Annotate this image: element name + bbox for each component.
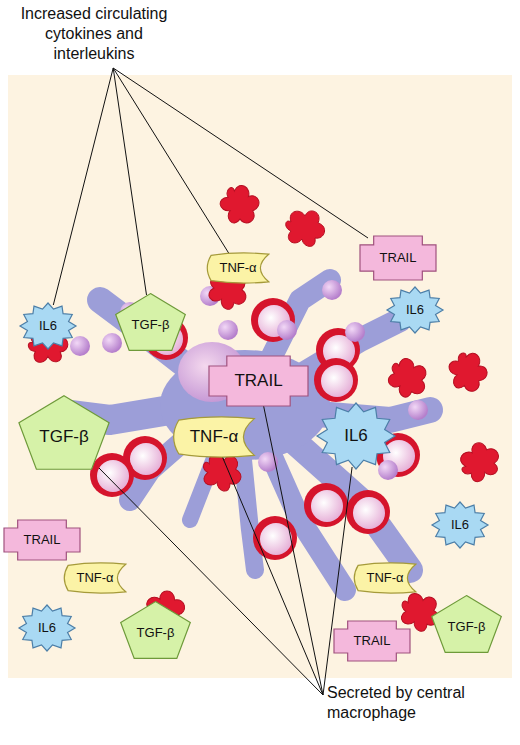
cytokine-pent: TGF-β — [18, 395, 110, 470]
cytokine-name: TNF-α — [219, 261, 256, 275]
cytokine-name: IL6 — [451, 518, 469, 532]
cytokine-star: IL6 — [317, 403, 395, 469]
cytokine-cres: TNF-α — [172, 417, 256, 457]
leader-line — [113, 68, 146, 295]
cytokine-cross: TRAIL — [360, 236, 436, 280]
cytokine-name: TNF-α — [366, 571, 403, 585]
cytokine-name: TGF-β — [137, 626, 175, 640]
cytokine-cross: TRAIL — [209, 356, 308, 406]
callout-label: Secreted by central macrophage — [327, 683, 515, 723]
central-macrophage — [70, 280, 430, 590]
reticulocytes — [25, 179, 507, 635]
cytokine-pent: TGF-β — [120, 601, 191, 659]
cytokine-pent: TGF-β — [115, 293, 186, 351]
leader-line — [263, 404, 323, 695]
cytokine-name: IL6 — [39, 319, 57, 333]
cytokine-star: IL6 — [19, 605, 75, 651]
cytokine-cres: TNF-α — [353, 563, 417, 593]
cytokine-name: TRAIL — [354, 634, 391, 648]
cytokine-star: IL6 — [432, 502, 488, 548]
cytokine-cross: TRAIL — [334, 621, 410, 661]
cytokine-name: IL6 — [38, 621, 56, 635]
cytokine-cres: TNF-α — [206, 253, 270, 283]
pyrenocytes — [70, 280, 428, 480]
cytokine-cres: TNF-α — [63, 563, 127, 593]
cytokine-name: TNF-α — [190, 428, 239, 447]
leader-line — [113, 68, 368, 238]
cytokine-name: TGF-β — [448, 620, 486, 634]
cytokine-name: TNF-α — [76, 571, 113, 585]
cytokine-name: TRAIL — [24, 533, 61, 547]
cytokine-name: IL6 — [406, 303, 424, 317]
leader-line — [99, 468, 323, 695]
cytokine-pent: TGF-β — [431, 595, 502, 653]
cytokine-name: TRAIL — [234, 372, 282, 391]
cytokine-cross: TRAIL — [4, 520, 80, 560]
cytokine-name: IL6 — [344, 427, 368, 446]
cytokine-star: IL6 — [387, 287, 443, 333]
cytokine-name: TGF-β — [39, 428, 88, 447]
leader-line — [53, 68, 113, 305]
callout-label: Increased circulating cytokines and inte… — [14, 4, 174, 64]
leader-line — [113, 68, 230, 255]
leader-line — [222, 455, 323, 695]
cytokine-name: TRAIL — [380, 251, 417, 265]
cytokine-name: TGF-β — [132, 318, 170, 332]
cytokine-star: IL6 — [20, 303, 76, 349]
